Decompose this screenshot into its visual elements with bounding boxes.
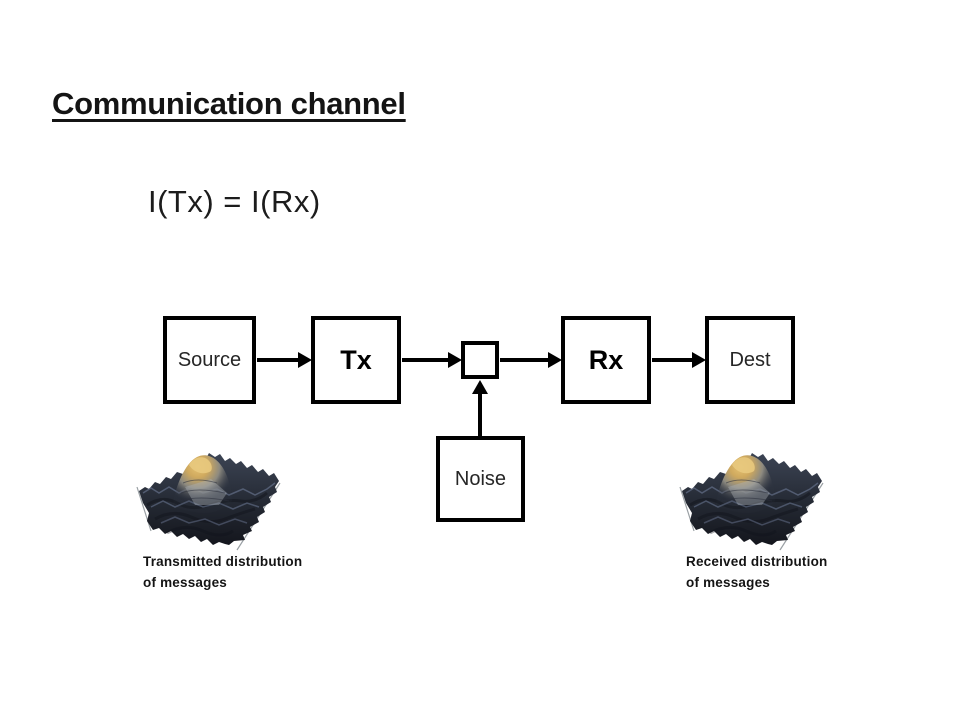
dest-box: Dest	[705, 316, 795, 404]
noise-box-label: Noise	[454, 468, 507, 490]
caption-line-1: Received distribution	[686, 554, 828, 569]
caption-line-2: of messages	[143, 575, 227, 590]
tx-box-label: Tx	[340, 344, 372, 375]
3d-surface-plot-icon	[678, 451, 825, 552]
arrow-stem	[652, 358, 695, 362]
received-distribution-figure	[676, 443, 836, 555]
tx-box: Tx	[311, 316, 401, 404]
noise-junction-box	[461, 341, 499, 379]
arrow-stem	[478, 390, 482, 437]
arrowhead-icon	[548, 352, 562, 368]
arrowhead-icon	[448, 352, 462, 368]
arrow-rx-to-dest	[652, 352, 706, 368]
slide-title: Communication channel	[52, 86, 406, 121]
source-box: Source	[163, 316, 256, 404]
transmitted-caption: Transmitted distribution of messages	[143, 551, 302, 593]
arrow-noise-to-junction	[472, 380, 488, 437]
arrow-tx-to-junction	[402, 352, 462, 368]
arrow-source-to-tx	[257, 352, 312, 368]
transmitted-distribution-figure	[133, 443, 293, 555]
3d-surface-plot-icon	[135, 451, 282, 552]
arrow-junction-to-rx	[500, 352, 562, 368]
arrowhead-icon	[298, 352, 312, 368]
arrowhead-icon	[472, 380, 488, 394]
arrow-stem	[402, 358, 451, 362]
caption-line-1: Transmitted distribution	[143, 554, 303, 569]
arrow-stem	[257, 358, 301, 362]
dest-box-label: Dest	[729, 349, 771, 371]
arrowhead-icon	[692, 352, 706, 368]
noise-box: Noise	[436, 436, 525, 522]
source-box-label: Source	[177, 349, 242, 371]
rx-box: Rx	[561, 316, 651, 404]
equation-text: I(Tx) = I(Rx)	[148, 184, 321, 219]
rx-box-label: Rx	[588, 344, 624, 375]
arrow-stem	[500, 358, 551, 362]
received-caption: Received distribution of messages	[686, 551, 827, 593]
caption-line-2: of messages	[686, 575, 770, 590]
